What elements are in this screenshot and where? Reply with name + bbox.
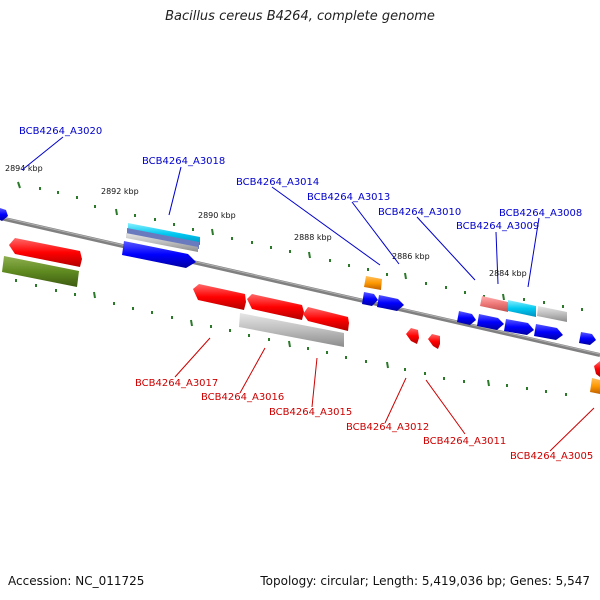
- gene-feature[interactable]: [590, 378, 600, 394]
- gene-label[interactable]: BCB4264_A3008: [499, 208, 582, 219]
- accession-text: Accession: NC_011725: [8, 574, 145, 588]
- tick-marks: [15, 181, 583, 396]
- gene-features: [0, 208, 600, 394]
- gene-label[interactable]: BCB4264_A3015: [269, 407, 352, 418]
- gene-label[interactable]: BCB4264_A3009: [456, 221, 539, 232]
- genome-info-text: Topology: circular; Length: 5,419,036 bp…: [260, 574, 590, 588]
- genome-backbone: [0, 216, 600, 357]
- scale-label: 2892 kbp: [101, 187, 139, 196]
- gene-feature[interactable]: [480, 296, 508, 312]
- scale-label: 2888 kbp: [294, 233, 332, 242]
- gene-feature[interactable]: [0, 208, 8, 221]
- gene-feature[interactable]: [9, 238, 82, 267]
- gene-feature[interactable]: [239, 313, 344, 347]
- gene-feature[interactable]: [579, 332, 596, 345]
- gene-feature[interactable]: [377, 295, 404, 311]
- gene-feature[interactable]: [428, 334, 440, 349]
- gene-feature[interactable]: [364, 276, 382, 290]
- callout-lines: [21, 136, 595, 452]
- gene-label[interactable]: BCB4264_A3005: [510, 451, 593, 462]
- gene-label[interactable]: BCB4264_A3014: [236, 177, 319, 188]
- gene-feature[interactable]: [193, 284, 246, 310]
- scale-label: 2884 kbp: [489, 269, 527, 278]
- gene-feature[interactable]: [122, 241, 196, 268]
- gene-label[interactable]: BCB4264_A3016: [201, 392, 284, 403]
- gene-label[interactable]: BCB4264_A3017: [135, 378, 218, 389]
- gene-feature[interactable]: [362, 292, 378, 306]
- gene-feature[interactable]: [508, 300, 536, 317]
- gene-label[interactable]: BCB4264_A3013: [307, 192, 390, 203]
- genome-title: Bacillus cereus B4264, complete genome: [165, 9, 435, 24]
- gene-feature[interactable]: [126, 233, 198, 252]
- scale-label: 2886 kbp: [392, 252, 430, 261]
- gene-label[interactable]: BCB4264_A3020: [19, 126, 102, 137]
- gene-feature[interactable]: [477, 314, 504, 330]
- gene-label[interactable]: BCB4264_A3011: [423, 436, 506, 447]
- gene-feature[interactable]: [247, 294, 304, 320]
- gene-feature[interactable]: [534, 324, 563, 340]
- gene-feature[interactable]: [303, 307, 349, 331]
- scale-label: 2890 kbp: [198, 211, 236, 220]
- gene-feature[interactable]: [594, 361, 600, 377]
- gene-feature[interactable]: [406, 328, 419, 344]
- gene-feature[interactable]: [457, 311, 476, 325]
- gene-label[interactable]: BCB4264_A3012: [346, 422, 429, 433]
- gene-label[interactable]: BCB4264_A3018: [142, 156, 225, 167]
- gene-feature[interactable]: [504, 319, 534, 335]
- gene-label[interactable]: BCB4264_A3010: [378, 207, 461, 218]
- gene-feature[interactable]: [537, 306, 567, 322]
- gene-feature[interactable]: [2, 256, 79, 287]
